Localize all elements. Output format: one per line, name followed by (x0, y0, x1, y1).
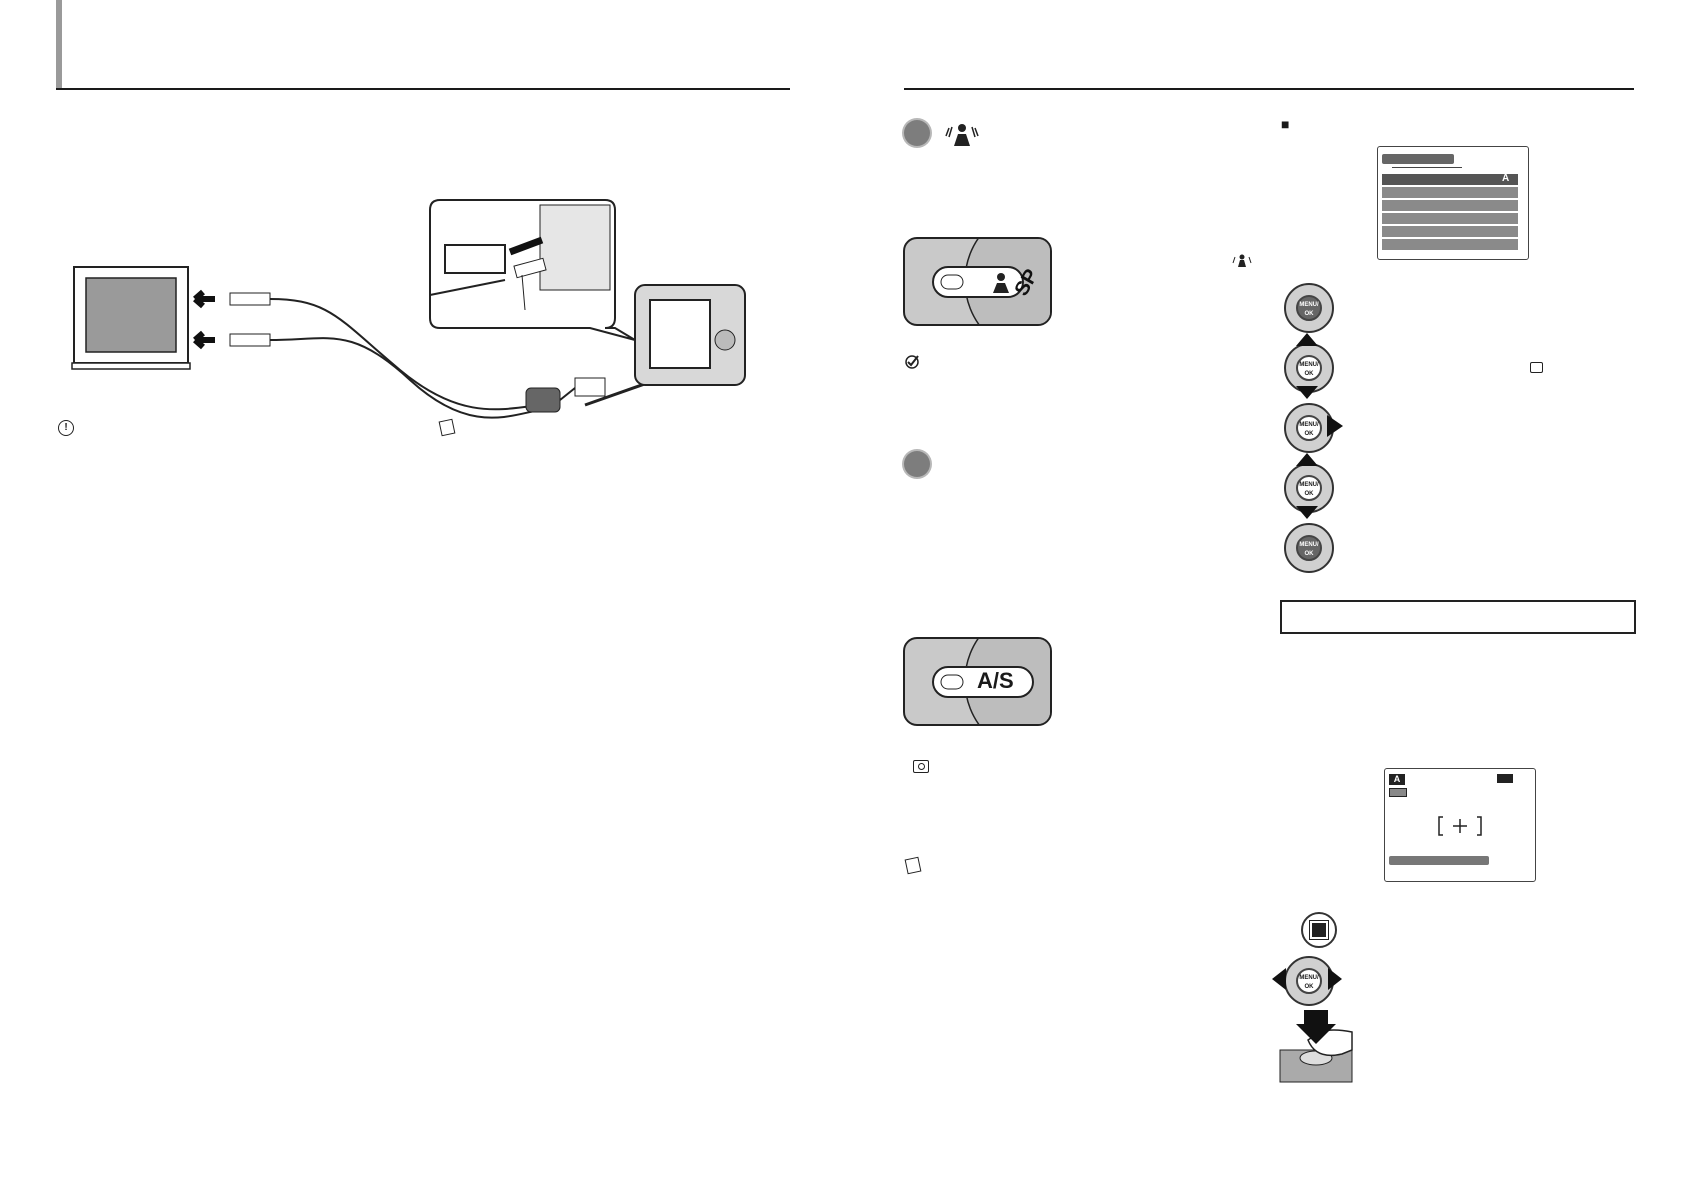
up-down-arrows-icon (1296, 333, 1318, 399)
memo-icon-2 (904, 856, 922, 875)
menu-row-1[interactable] (1382, 174, 1518, 186)
exposure-comp-button[interactable] (1301, 912, 1337, 948)
lcd-size-icon (1497, 774, 1513, 783)
menu-row-3[interactable] (1382, 200, 1518, 212)
lcd-mode-badge: A (1389, 774, 1405, 785)
camera-icon-2 (1530, 362, 1543, 373)
right-page-title-rule (904, 88, 1634, 90)
lcd-shooting-screen: A (1384, 768, 1536, 882)
dial-as-label: A/S (977, 668, 1014, 693)
warning-icon: ! (58, 420, 74, 436)
exposure-comp-icon (1309, 920, 1329, 940)
menu-title-bar (1382, 154, 1454, 164)
memo-icon (438, 418, 456, 437)
menu-ok-label-6: MENU/OK (1296, 968, 1322, 994)
shooting-menu-screen: A (1377, 146, 1529, 260)
menu-ok-button-1[interactable]: MENU/OK (1284, 283, 1334, 333)
menu-ok-label-5: MENU/OK (1296, 535, 1322, 561)
menu-row-2[interactable] (1382, 187, 1518, 199)
anti-blur-mode-icon (945, 124, 979, 146)
shutter-press-illustration (1279, 1010, 1353, 1083)
check-icon (905, 355, 919, 369)
menu-ok-label-4: MENU/OK (1296, 475, 1322, 501)
up-down-arrows-icon-2 (1296, 453, 1318, 519)
left-page-tab-bar (56, 0, 62, 88)
mode-dial-anti-blur: SP (903, 237, 1052, 326)
lcd-exposure-bar (1389, 856, 1489, 865)
camera-icon (913, 760, 929, 773)
info-box (1280, 600, 1636, 634)
left-right-arrows-icon (1272, 968, 1342, 990)
menu-ok-label-2: MENU/OK (1296, 355, 1322, 381)
menu-ok-label-1: MENU/OK (1296, 295, 1322, 321)
right-arrow-icon (1327, 415, 1343, 437)
menu-ok-button-3[interactable]: MENU/OK (1284, 403, 1334, 453)
mode2-bullet-icon (904, 451, 930, 477)
menu-row-6[interactable] (1382, 239, 1518, 251)
menu-ok-label-3: MENU/OK (1296, 415, 1322, 441)
menu-row-1-value: A (1502, 173, 1510, 184)
section-marker: ■ (1281, 116, 1290, 132)
lcd-battery-icon (1389, 788, 1407, 797)
menu-ok-button-5[interactable]: MENU/OK (1284, 523, 1334, 573)
left-page-title-rule (56, 88, 790, 90)
menu-row-4[interactable] (1382, 213, 1518, 225)
focus-frame-icon (1438, 816, 1482, 836)
menu-row-5[interactable] (1382, 226, 1518, 238)
tv-connection-illustration (71, 199, 746, 419)
menu-scroll-up (1392, 167, 1462, 168)
mode1-bullet-icon (904, 120, 930, 146)
anti-blur-mode-small-icon (1232, 254, 1252, 267)
mode-dial-as: A/S (903, 637, 1052, 726)
menu-ok-button-2[interactable]: MENU/OK (1284, 343, 1334, 393)
